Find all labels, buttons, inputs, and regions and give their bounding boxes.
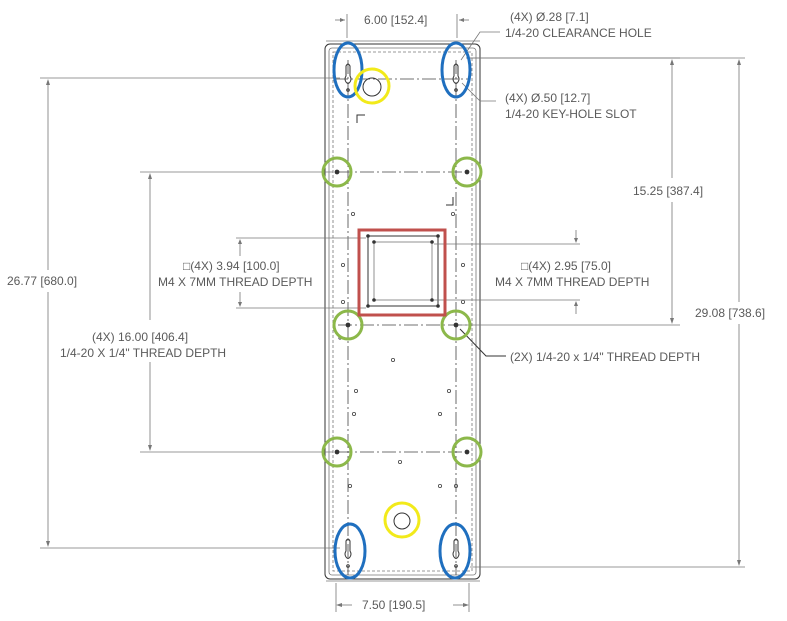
small-holes bbox=[338, 211, 465, 488]
pattern-desc-label: 1/4-20 X 1/4" THREAD DEPTH bbox=[60, 346, 227, 360]
keyhole-qty-label: (4X) Ø.50 [12.7] bbox=[505, 91, 591, 105]
plate-outline bbox=[324, 40, 481, 582]
vesa-highlight bbox=[357, 228, 447, 317]
vesa100-desc-label: M4 X 7MM THREAD DEPTH bbox=[158, 275, 313, 289]
clearance-highlights bbox=[353, 67, 421, 539]
thread-highlights bbox=[321, 156, 483, 468]
vesa75-qty-label: □(4X) 2.95 [75.0] bbox=[521, 259, 611, 273]
vesa100-qty-label: □(4X) 3.94 [100.0] bbox=[183, 259, 280, 273]
clearance-hole-bottom bbox=[393, 512, 411, 530]
clearance-hole-top bbox=[362, 77, 382, 97]
center-pair-label: (2X) 1/4-20 x 1/4" THREAD DEPTH bbox=[510, 350, 701, 364]
keyhole-slot-bottom-left bbox=[344, 538, 352, 568]
top-width-label: 6.00 [152.4] bbox=[364, 13, 428, 27]
right-inner-height-label: 15.25 [387.4] bbox=[633, 184, 704, 198]
clearance-qty-label: (4X) Ø.28 [7.1] bbox=[510, 10, 589, 24]
vesa75-desc-label: M4 X 7MM THREAD DEPTH bbox=[495, 275, 650, 289]
clearance-desc-label: 1/4-20 CLEARANCE HOLE bbox=[505, 26, 652, 40]
center-lines bbox=[334, 60, 470, 575]
bottom-width-label: 7.50 [190.5] bbox=[362, 598, 426, 612]
pattern-qty-label: (4X) 16.00 [406.4] bbox=[92, 330, 189, 344]
dimension-lines bbox=[40, 14, 745, 612]
keyhole-slot-top-right bbox=[452, 63, 460, 92]
left-height-label: 26.77 [680.0] bbox=[7, 274, 78, 288]
vesa-pattern bbox=[366, 234, 440, 308]
keyhole-slot-bottom-right bbox=[452, 538, 460, 568]
keyhole-slot-top-left bbox=[344, 63, 352, 92]
threaded-holes bbox=[334, 169, 470, 455]
right-outer-height-label: 29.08 [738.6] bbox=[695, 306, 766, 320]
keyhole-highlights bbox=[332, 41, 472, 580]
keyhole-desc-label: 1/4-20 KEY-HOLE SLOT bbox=[505, 107, 637, 121]
